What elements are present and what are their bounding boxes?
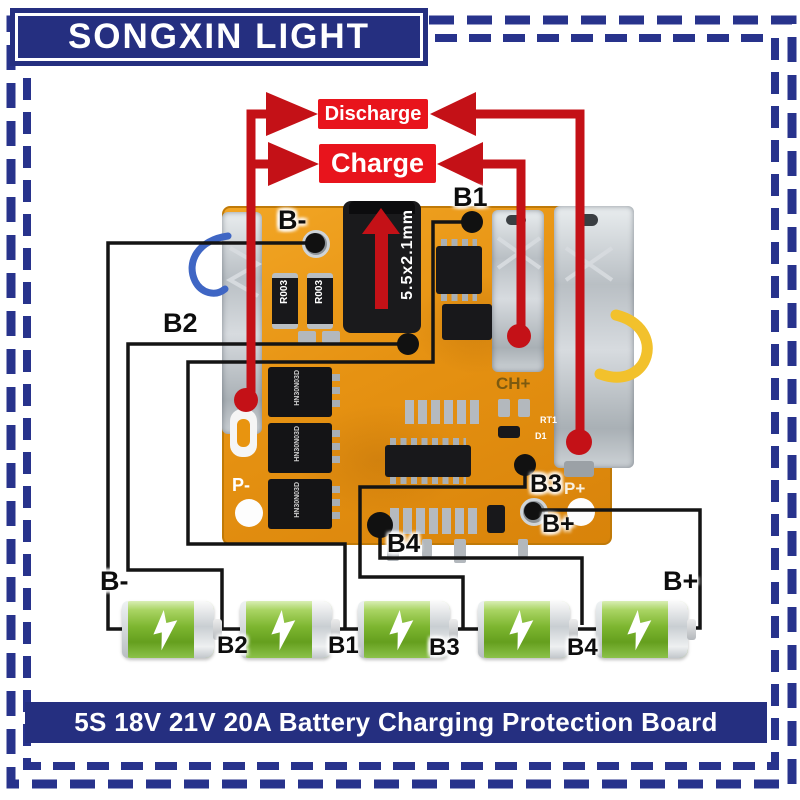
logo-inner-border	[15, 13, 423, 61]
pcb-label-b1: B1	[453, 182, 488, 212]
battery-label-b1: B1	[328, 632, 359, 659]
smd-diode	[498, 426, 520, 438]
product-title-banner: 5S 18V 21V 20A Battery Charging Protecti…	[25, 702, 767, 743]
strip-slot	[506, 215, 526, 225]
silkscreen-p-minus: P-	[232, 475, 250, 495]
p-minus-nickel-strip	[222, 212, 262, 434]
smd-capacitor	[518, 399, 530, 417]
pcb-label-b2: B2	[163, 308, 198, 338]
battery-cap	[478, 601, 484, 658]
smd-capacitor	[498, 399, 510, 417]
battery-label-b-minus: B-	[100, 566, 129, 596]
lightning-bolt-icon	[509, 609, 534, 651]
soic16-protection-ic	[385, 438, 471, 484]
battery-label-b2: B2	[217, 632, 248, 659]
up-arrow-head-icon	[362, 208, 400, 234]
pcb-label-b-plus: B+	[542, 510, 575, 538]
mosfet-label: HN30N03D	[294, 370, 301, 406]
brand-logo: SONGXIN LIGHT	[10, 8, 428, 66]
p-plus-nickel-strip	[554, 206, 634, 468]
lightning-bolt-icon	[271, 609, 296, 651]
jack-size-label: 5.5x2.1mm	[399, 209, 416, 300]
smd-capacitor	[322, 331, 340, 343]
charge-label: Charge	[330, 148, 425, 178]
battery-label-b3: B3	[429, 634, 460, 661]
battery-cell-5	[596, 601, 696, 658]
solder-slot-pad	[237, 419, 250, 447]
battery-cap	[668, 601, 688, 658]
logo-text: SONGXIN LIGHT	[67, 17, 371, 56]
smd-capacitor	[298, 331, 316, 343]
shunt-resistor-label: R003	[279, 280, 290, 304]
mosfet: HN30N03D	[268, 367, 340, 417]
silkscreen-ch-plus: CH+	[496, 374, 531, 393]
component-leg	[454, 539, 466, 563]
mosfet: HN30N03D	[268, 423, 340, 473]
component-leg	[518, 539, 528, 557]
smd-resistor-row	[405, 400, 479, 424]
shunt-resistor: R003	[272, 273, 298, 329]
soic8-ic	[436, 239, 482, 301]
battery-label-b4: B4	[567, 634, 598, 661]
smd-transistor	[487, 505, 505, 533]
battery-terminal	[687, 619, 696, 640]
battery-cell-2	[240, 601, 340, 658]
strip-slot	[576, 214, 598, 226]
silkscreen-rt1: RT1	[540, 415, 558, 425]
mounting-hole-bottom-left	[235, 499, 263, 527]
battery-cap	[122, 601, 128, 658]
battery-label-b-plus: B+	[663, 566, 699, 596]
pcb-label-b3: B3	[530, 470, 562, 498]
charge-label-box: Charge	[319, 144, 436, 183]
lightning-bolt-icon	[627, 609, 652, 651]
ch-plus-nickel-strip	[492, 210, 544, 372]
strip-clip	[564, 461, 594, 477]
discharge-label: Discharge	[324, 102, 422, 125]
lightning-bolt-icon	[153, 609, 178, 651]
up-arrow-icon	[375, 233, 388, 309]
mosfet: HN30N03D	[268, 479, 340, 529]
shunt-resistor-label: R003	[314, 280, 325, 304]
dc-jack-5521: 5.5x2.1mm	[343, 201, 421, 333]
product-title: 5S 18V 21V 20A Battery Charging Protecti…	[74, 707, 718, 737]
smd-ic	[442, 304, 492, 340]
component-leg	[422, 539, 432, 557]
pcb-label-b-minus: B-	[278, 205, 307, 235]
silkscreen-d1: D1	[535, 431, 547, 441]
battery-cell-1	[122, 601, 222, 658]
mosfet-label: HN30N03D	[294, 482, 301, 518]
battery-cap	[194, 601, 214, 658]
shunt-resistor: R003	[307, 273, 333, 329]
discharge-label-box: Discharge	[318, 99, 428, 129]
pcb-label-b4: B4	[387, 528, 421, 558]
mosfet-label: HN30N03D	[294, 426, 301, 462]
silkscreen-p-plus: P+	[564, 479, 586, 498]
battery-cell-4	[478, 601, 578, 658]
lightning-bolt-icon	[389, 609, 414, 651]
